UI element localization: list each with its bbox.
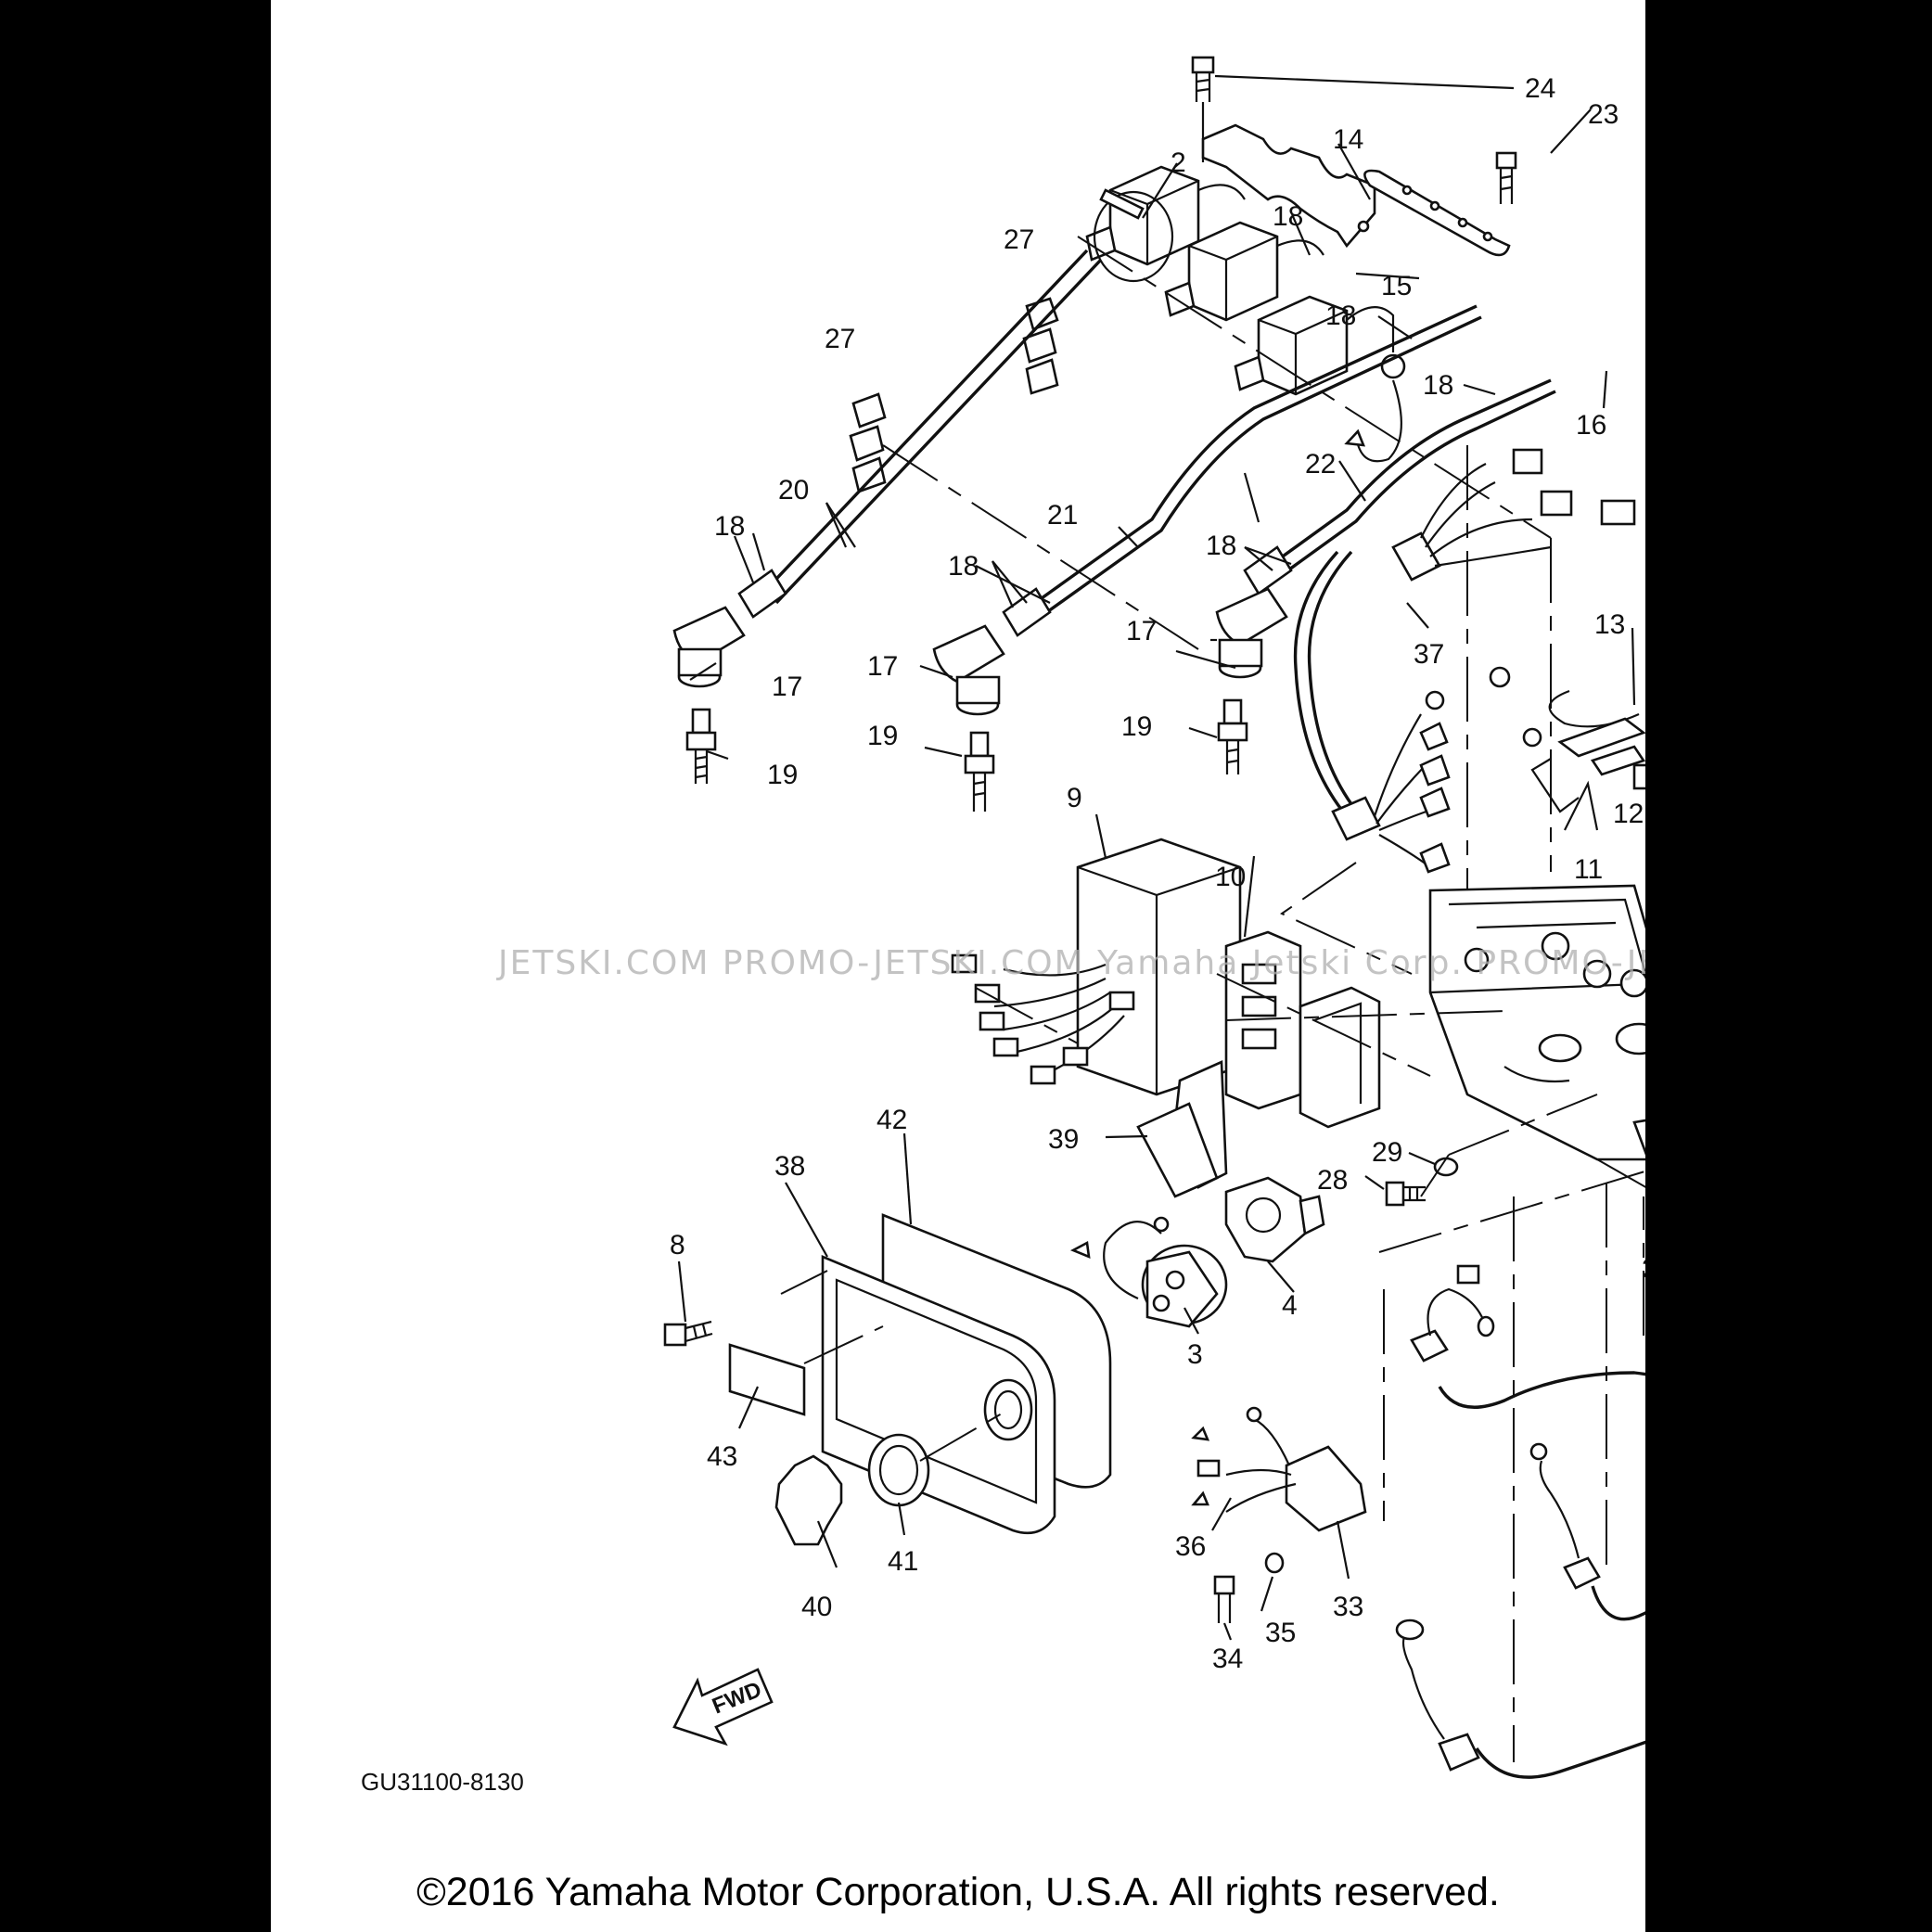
spark-plug-19-right (1217, 698, 1248, 774)
callout-19-mid: 19 (867, 721, 898, 751)
plug-cap-17-mid (955, 675, 1001, 716)
callout-10: 10 (1215, 862, 1246, 892)
callout-35: 35 (1265, 1618, 1296, 1648)
callout-11: 11 (1574, 854, 1603, 885)
part-code: GU31100-8130 (361, 1768, 524, 1796)
washer-29 (1433, 1157, 1459, 1177)
plug-lead-22 (1215, 378, 1556, 646)
wire-harness-37 (1293, 448, 1636, 874)
callout-27-lower: 27 (825, 324, 855, 354)
sensor-30 (1410, 1264, 1645, 1409)
fwd-direction-arrow: FWD (672, 1668, 774, 1746)
starter-relay-4 (1224, 1176, 1325, 1263)
copyright-footer: ©2016 Yamaha Motor Corporation, U.S.A. A… (416, 1870, 1500, 1914)
leader-lines (677, 74, 1636, 1641)
callout-13: 13 (1594, 609, 1625, 640)
callout-37: 37 (1414, 639, 1444, 670)
callout-19-left: 19 (767, 760, 798, 790)
callout-31: 31 (1642, 1254, 1645, 1285)
callout-20: 20 (778, 475, 809, 505)
callout-19-right: 19 (1121, 711, 1152, 742)
callout-43: 43 (707, 1441, 737, 1472)
electrical-box-7 (1428, 884, 1645, 1161)
callout-34: 34 (1212, 1644, 1243, 1674)
bolt-26 (1495, 151, 1517, 204)
oil-seal-41 (867, 1433, 930, 1507)
plug-cap-17-right (1218, 638, 1263, 679)
callout-21: 21 (1047, 500, 1078, 531)
plug-cap-17-left (677, 647, 723, 688)
callout-18-a: 18 (1273, 201, 1303, 232)
callout-12: 12 (1613, 799, 1644, 829)
callout-27-upper: 27 (1004, 224, 1034, 255)
callout-24: 24 (1525, 73, 1555, 104)
callout-41: 41 (888, 1546, 918, 1577)
callout-18-f: 18 (1206, 531, 1236, 561)
callout-17-left: 17 (772, 672, 802, 702)
callout-22: 22 (1305, 449, 1336, 480)
callout-17-mid: 17 (867, 651, 898, 682)
ignition-coil-15 (1164, 221, 1324, 322)
band-2 (1093, 188, 1174, 283)
label-43 (728, 1343, 806, 1416)
callout-16: 16 (1576, 410, 1606, 441)
callout-18-b: 18 (1325, 301, 1356, 331)
relay-assembly-11 (1489, 666, 1645, 790)
callout-3: 3 (1187, 1339, 1203, 1370)
exploded-parts-diagram: FWD (361, 56, 1645, 1796)
callout-9: 9 (1067, 783, 1082, 813)
callout-23: 23 (1588, 99, 1619, 130)
washer-35 (1264, 1552, 1285, 1574)
spark-plug-19-mid (964, 731, 995, 812)
callout-2: 2 (1171, 147, 1186, 178)
callout-8: 8 (670, 1230, 685, 1260)
callout-33: 33 (1333, 1592, 1363, 1622)
callout-15: 15 (1381, 271, 1412, 301)
callout-4: 4 (1282, 1290, 1298, 1321)
callout-labels: 1 2 3 4 5 6 7 8 9 10 11 12 13 14 15 16 1… (670, 73, 1645, 1674)
bolt-34 (1213, 1575, 1235, 1623)
ignition-coil-16 (1234, 295, 1406, 463)
callout-39: 39 (1048, 1124, 1079, 1155)
callout-14: 14 (1333, 124, 1363, 155)
plug-lead-21 (932, 304, 1482, 684)
sensor-6 (1529, 1442, 1645, 1621)
bolt-8 (663, 1320, 713, 1347)
cover-39 (1136, 1060, 1228, 1198)
bolt-28 (1385, 1181, 1426, 1207)
bracket-25 (1363, 169, 1511, 257)
diagram-sheet: FWD (271, 0, 1645, 1932)
plug-lead-20 (672, 249, 1103, 665)
holder-27-upper (1022, 297, 1059, 395)
callout-18-c: 18 (1423, 370, 1453, 401)
callout-29: 29 (1372, 1137, 1402, 1168)
watermark-text: JETSKI.COM PROMO-JETSKI.COM Yamaha Jetsk… (496, 944, 1645, 982)
callout-36: 36 (1175, 1531, 1206, 1562)
bracket-23 (1201, 123, 1376, 249)
starter-solenoid-3 (1069, 1216, 1228, 1328)
holder-27-lower (849, 392, 887, 493)
callout-18-e: 18 (948, 551, 979, 582)
sensor-5 (1395, 1619, 1645, 1779)
callout-38: 38 (774, 1151, 805, 1182)
callout-18-d: 18 (714, 511, 745, 542)
callout-42: 42 (876, 1105, 907, 1135)
bolt-24 (1191, 56, 1215, 162)
callout-28: 28 (1317, 1165, 1348, 1196)
assembly-lines (780, 236, 1645, 1762)
sensor-33 (1191, 1406, 1367, 1532)
callout-17-right: 17 (1126, 616, 1157, 646)
spark-plug-19-left (685, 708, 717, 784)
callout-40: 40 (801, 1592, 832, 1622)
cap-40 (774, 1454, 843, 1546)
